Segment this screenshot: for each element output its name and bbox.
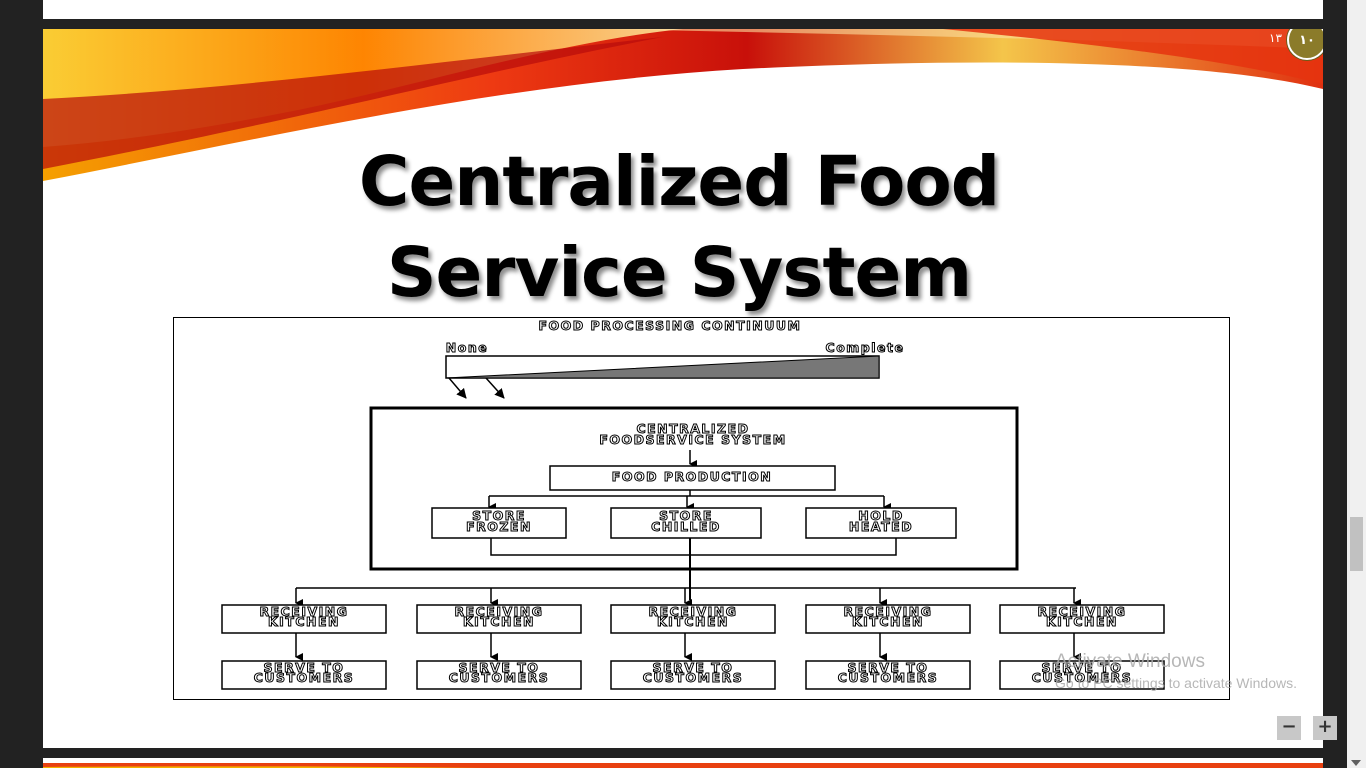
vertical-scrollbar[interactable] [1347, 0, 1366, 768]
continuum-arrow-2 [485, 377, 505, 399]
serve-customers-label: SERVE TO [459, 660, 540, 675]
slide-title-line-1: Centralized Food [358, 142, 1000, 222]
receiving-kitchen-label: KITCHEN [1046, 614, 1118, 629]
store-chilled-box: STORE CHILLED [610, 507, 762, 539]
system-boundary-box [369, 406, 1019, 571]
slide-number-badge: ١٠ [1287, 29, 1323, 60]
continuum-none-label: None [446, 340, 488, 355]
serve-customers-label: CUSTOMERS [449, 670, 550, 685]
storage-merge-line [490, 538, 897, 556]
receiving-kitchen-label: RECEIVING [648, 604, 737, 619]
food-production-box [549, 465, 836, 491]
store-frozen-line-2: FROZEN [466, 519, 532, 534]
receiving-kitchen-label: RECEIVING [259, 604, 348, 619]
scroll-down-arrow-icon[interactable] [1351, 760, 1361, 766]
store-frozen-box: STORE FROZEN [431, 507, 567, 539]
watermark-line-1: Activate Windows [1055, 651, 1205, 672]
receiving-kitchen-label: KITCHEN [657, 614, 729, 629]
receiving-kitchen-label: RECEIVING [454, 604, 543, 619]
serve-customers-label: SERVE TO [1042, 660, 1123, 675]
system-title-line-1: CENTRALIZED [636, 421, 749, 436]
receiving-kitchen-box [221, 604, 387, 634]
zoom-out-button[interactable]: − [1277, 716, 1301, 740]
food-processing-diagram: FOOD PROCESSING CONTINUUM None Complete … [173, 317, 1230, 700]
watermark-line-2: Go to PC settings to activate Windows. [1055, 675, 1297, 691]
receiving-kitchen-label: RECEIVING [843, 604, 932, 619]
serve-customers-box [999, 660, 1165, 690]
current-slide: ١٣ ١٠ Centralized Food Service System FO… [43, 29, 1323, 748]
receiving-kitchen-box [416, 604, 582, 634]
slide-title: Centralized Food Service System [43, 137, 1315, 319]
activate-windows-watermark: Activate Windows Go to PC settings to ac… [1055, 651, 1297, 691]
hold-heated-line-1: HOLD [858, 508, 903, 523]
receiving-kitchen-label: KITCHEN [852, 614, 924, 629]
next-slide-preview [43, 758, 1323, 768]
receiving-kitchen-label: RECEIVING [1037, 604, 1126, 619]
serve-customers-label: CUSTOMERS [643, 670, 744, 685]
slide-number-small: ١٣ [1269, 31, 1282, 45]
serve-customers-label: CUSTOMERS [838, 670, 939, 685]
serve-customers-label: CUSTOMERS [254, 670, 355, 685]
diagram-canvas: FOOD PROCESSING CONTINUUM None Complete … [221, 318, 1165, 690]
receiving-kitchen-box [610, 604, 776, 634]
continuum-heading: FOOD PROCESSING CONTINUUM [539, 318, 802, 333]
serve-customers-label: CUSTOMERS [1032, 670, 1133, 685]
hold-heated-line-2: HEATED [849, 519, 913, 534]
continuum-complete-label: Complete [826, 340, 905, 355]
decorative-flame-banner [43, 29, 1323, 181]
previous-slide [43, 0, 1323, 19]
serve-customers-box [805, 660, 971, 690]
zoom-in-button[interactable]: + [1313, 716, 1337, 740]
receiving-kitchen-label: KITCHEN [268, 614, 340, 629]
system-title-line-2: FOODSERVICE SYSTEM [599, 432, 786, 447]
food-production-label: FOOD PRODUCTION [612, 469, 772, 484]
serve-customers-box [416, 660, 582, 690]
next-slide-flame-banner [43, 763, 1323, 768]
continuum-arrow-1 [448, 377, 467, 399]
scrollbar-thumb[interactable] [1350, 517, 1363, 571]
serve-customers-label: SERVE TO [264, 660, 345, 675]
continuum-wedge [445, 355, 880, 379]
serve-customers-label: SERVE TO [653, 660, 734, 675]
hold-heated-box: HOLD HEATED [805, 507, 957, 539]
receiving-kitchen-box [805, 604, 971, 634]
store-frozen-line-1: STORE [472, 508, 526, 523]
store-chilled-line-2: CHILLED [651, 519, 721, 534]
receiving-kitchen-box [999, 604, 1165, 634]
serve-customers-label: SERVE TO [848, 660, 929, 675]
serve-customers-box [221, 660, 387, 690]
slide-title-line-2: Service System [386, 233, 972, 313]
serve-customers-box [610, 660, 776, 690]
store-chilled-line-1: STORE [659, 508, 713, 523]
receiving-kitchen-label: KITCHEN [463, 614, 535, 629]
